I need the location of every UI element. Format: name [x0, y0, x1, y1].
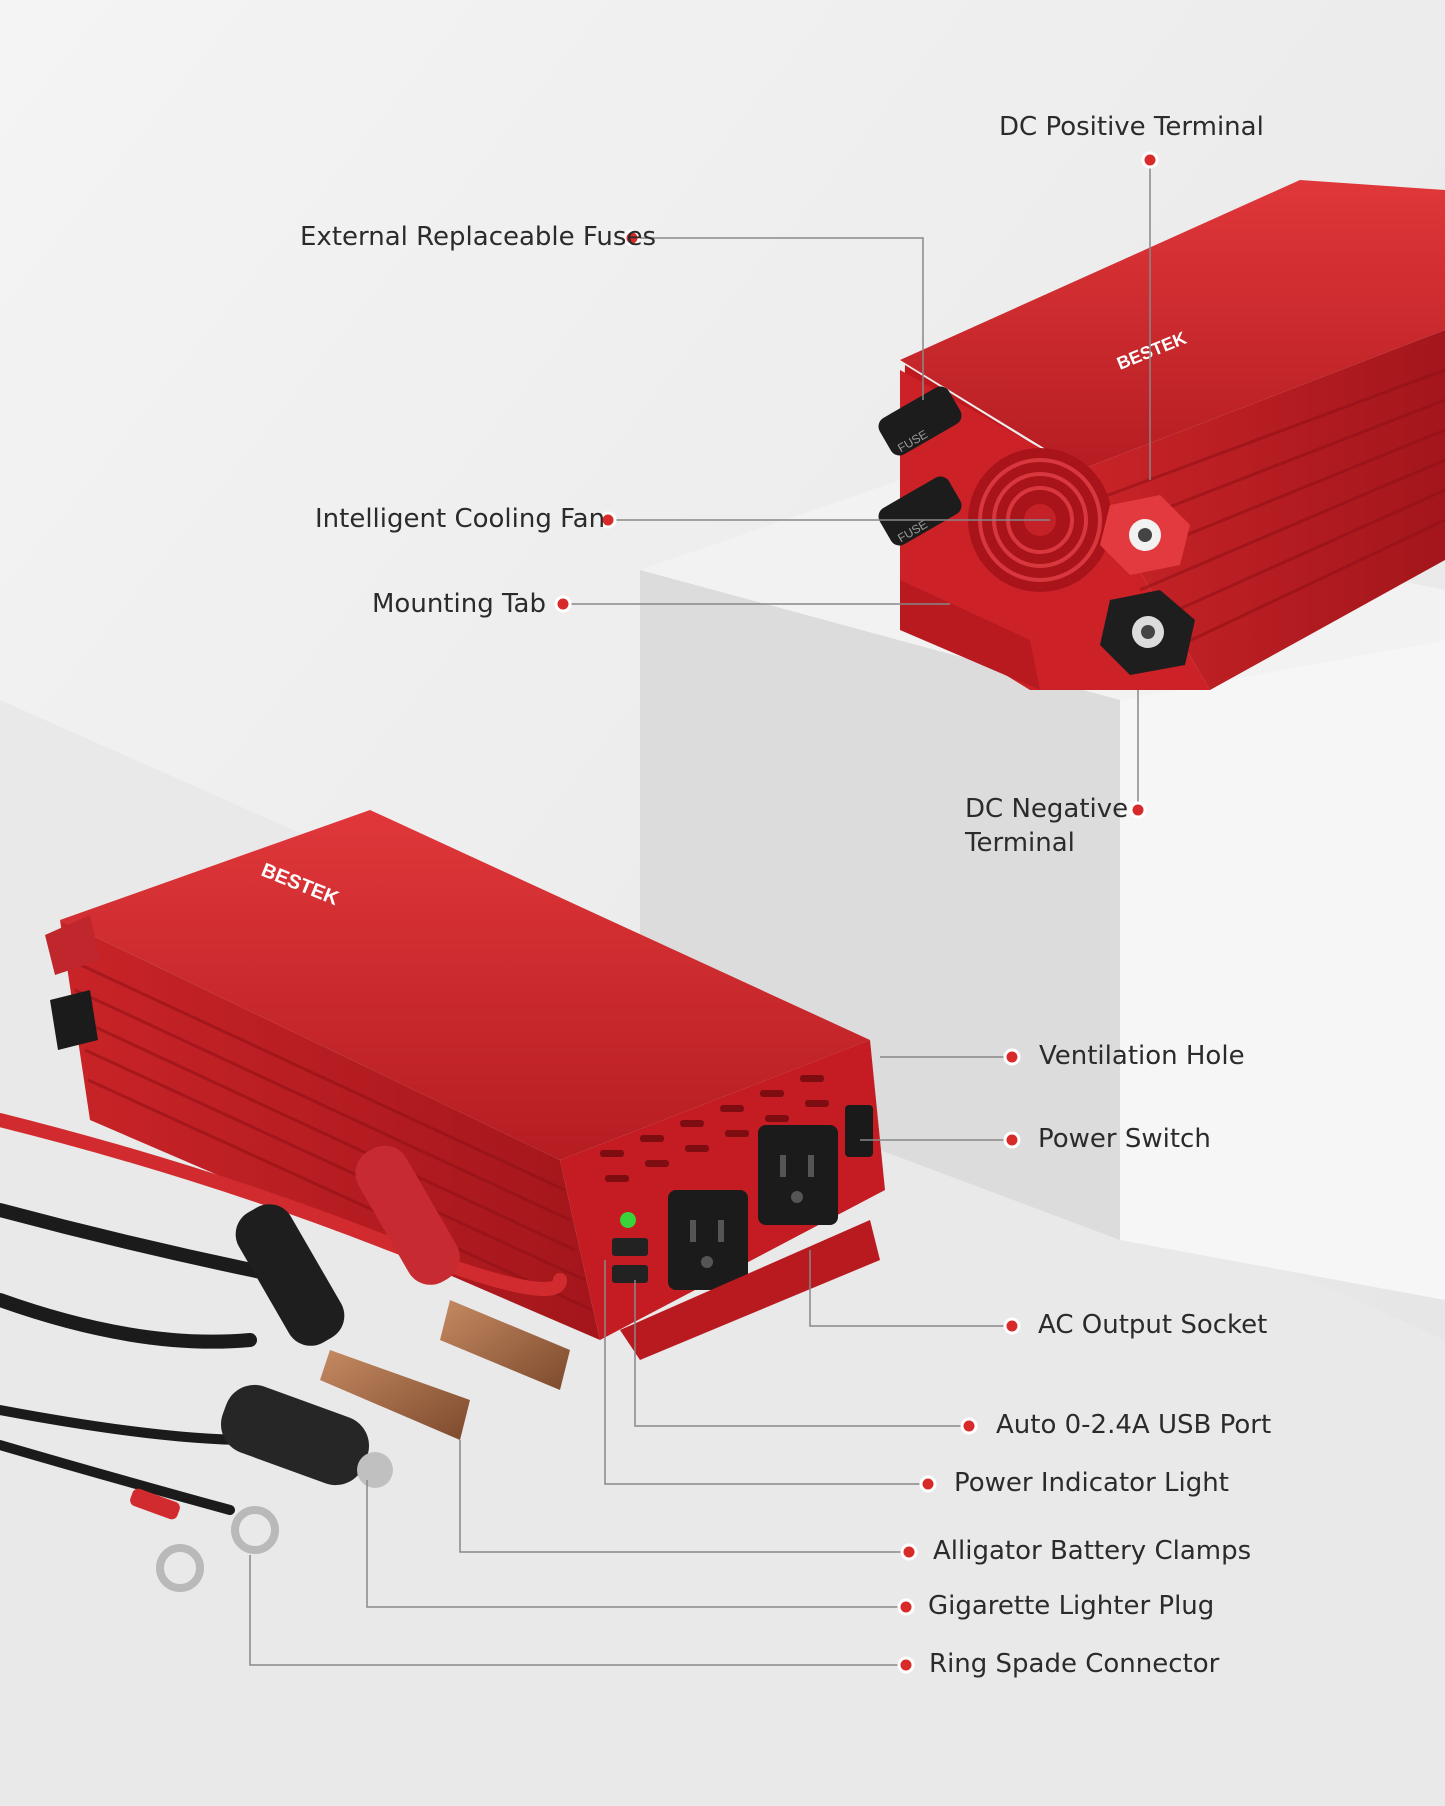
front-left-terminal: [45, 915, 100, 975]
label-power-indicator-light: Power Indicator Light: [954, 1468, 1229, 1498]
dot-ac-socket: [1003, 1317, 1021, 1335]
callout-dots: [554, 151, 1159, 1674]
dot-ventilation: [1003, 1048, 1021, 1066]
label-ring-spade-connector: Ring Spade Connector: [929, 1649, 1220, 1679]
label-mounting-tab: Mounting Tab: [372, 589, 546, 619]
front-left-terminal-black: [50, 990, 98, 1050]
ventilation-holes: [600, 1075, 829, 1182]
label-power-switch: Power Switch: [1038, 1124, 1211, 1154]
dot-indicator: [919, 1475, 937, 1493]
dot-usb: [960, 1417, 978, 1435]
leader-lines: [249, 160, 1151, 1666]
power-switch: [845, 1105, 873, 1157]
power-indicator-light: [620, 1212, 636, 1228]
label-ventilation-hole: Ventilation Hole: [1039, 1041, 1245, 1071]
label-external-replaceable-fuses: External Replaceable Fuses: [300, 222, 657, 252]
dot-fan: [599, 511, 617, 529]
dc-negative-terminal: [1100, 590, 1195, 675]
label-intelligent-cooling-fan: Intelligent Cooling Fan: [315, 504, 606, 534]
dot-clamps: [900, 1543, 918, 1561]
ac-output-sockets: [668, 1125, 838, 1290]
front-mounting-tab: [620, 1220, 880, 1360]
pedestal-side: [1120, 640, 1445, 1300]
dc-positive-terminal: [1100, 495, 1190, 575]
dot-mounting-tab: [554, 595, 572, 613]
dot-dc-negative: [1129, 801, 1147, 819]
dot-power-switch: [1003, 1131, 1021, 1149]
front-unit-top: [60, 810, 870, 1160]
dot-plug: [897, 1598, 915, 1616]
label-dc-negative-terminal: DC Negative Terminal: [965, 794, 1129, 858]
ring-spade-connector: [130, 1488, 279, 1592]
front-inverter-unit: BESTEK: [45, 810, 885, 1360]
dot-fuses: [623, 229, 641, 247]
usb-ports: [612, 1238, 648, 1283]
rear-mounting-tab: [900, 580, 1040, 690]
label-ac-output-socket: AC Output Socket: [1038, 1310, 1268, 1340]
label-dc-positive-terminal: DC Positive Terminal: [999, 112, 1264, 142]
alligator-battery-clamps: [235, 1145, 570, 1440]
dot-ring: [897, 1656, 915, 1674]
label-alligator-battery-clamps: Alligator Battery Clamps: [933, 1536, 1252, 1566]
label-cigarette-lighter-plug: Gigarette Lighter Plug: [928, 1591, 1215, 1621]
dot-dc-positive: [1141, 151, 1159, 169]
rear-unit-top: [900, 180, 1445, 470]
cigarette-lighter-plug: [221, 1384, 393, 1488]
rear-inverter-unit: BESTEK FUSE FUSE: [878, 180, 1445, 690]
label-usb-port: Auto 0-2.4A USB Port: [996, 1410, 1272, 1440]
front-unit-side: [60, 920, 600, 1340]
